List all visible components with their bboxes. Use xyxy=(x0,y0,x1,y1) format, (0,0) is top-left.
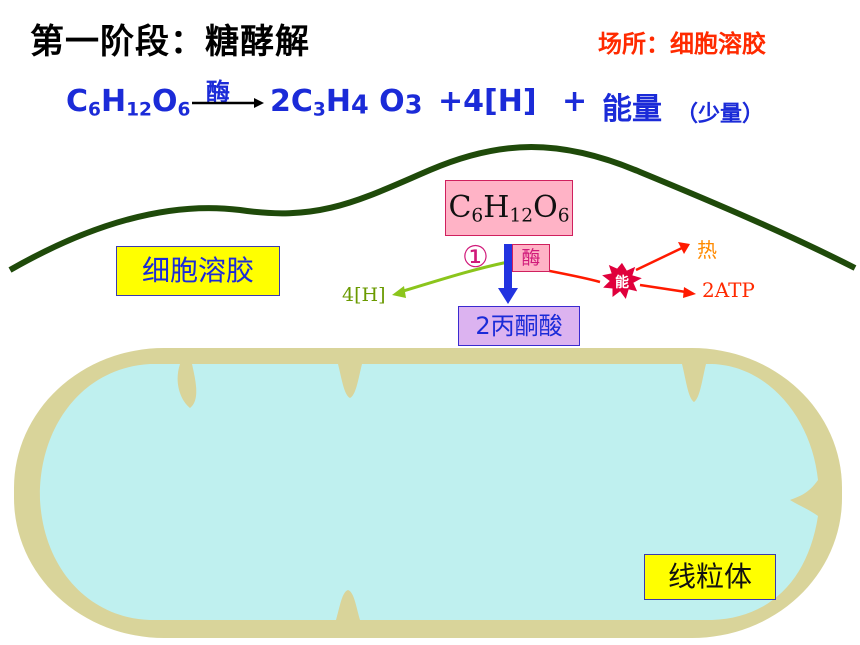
heat-label: 热 xyxy=(697,238,717,262)
pyruvate-box: 2丙酮酸 xyxy=(458,306,580,346)
mitochondrion-label: 线粒体 xyxy=(644,554,776,600)
hydrogen-label: 4[H] xyxy=(342,284,386,306)
hydrogen-arrowhead xyxy=(392,286,406,298)
energy-burst-label: 能 xyxy=(615,275,629,291)
mitochondrion-inner xyxy=(39,364,818,620)
equation-energy: 能量 xyxy=(602,92,662,127)
equation-pyruvate: 2C3H4 O3 xyxy=(270,84,423,121)
cell-membrane xyxy=(8,144,857,273)
enzyme-box: 酶 xyxy=(512,244,550,272)
cytosol-label: 细胞溶胶 xyxy=(116,246,280,296)
heat-arrowhead xyxy=(678,242,690,254)
equation-hydrogen: +4[H] xyxy=(438,84,537,119)
atp-arrow xyxy=(639,283,687,294)
hydrogen-arrow xyxy=(399,260,509,294)
reaction-down-arrow-shaft xyxy=(504,244,512,290)
equation-glucose: C6H12O6 xyxy=(66,84,191,121)
energy-burst xyxy=(599,261,645,302)
reaction-down-arrow-head xyxy=(498,288,518,304)
glucose-box: C6H12O6 xyxy=(445,180,573,236)
atp-label: 2ATP xyxy=(702,278,755,302)
equation-plus: + xyxy=(562,84,588,119)
heat-arrow xyxy=(635,246,683,272)
location-label: 场所：细胞溶胶 xyxy=(598,30,766,58)
reaction-arrow xyxy=(192,98,264,108)
page-title: 第一阶段：糖酵解 xyxy=(30,22,310,62)
atp-arrowhead xyxy=(683,287,696,298)
step-number: ① xyxy=(462,240,489,275)
equation-enzyme: 酶 xyxy=(206,78,230,106)
equation-energy-note: （少量） xyxy=(676,102,765,127)
mitochondrion-crista xyxy=(177,364,197,408)
